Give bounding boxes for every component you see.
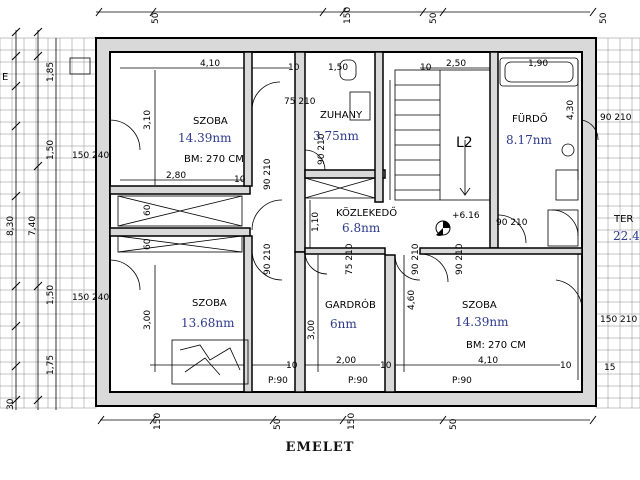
opening-door-4: 90 210: [263, 243, 273, 275]
room-area-kozlekedo: 6.8nm: [342, 221, 381, 235]
opening-door-3: 90 210: [317, 133, 327, 165]
dim-3-10: 3,10: [143, 110, 153, 130]
dim-8-30: 8,30: [6, 216, 16, 236]
top-mark-3: 50: [429, 12, 439, 24]
opening-door-6: 90 210: [411, 243, 421, 275]
dim-30: 30: [6, 398, 16, 410]
dimension-lines: [15, 11, 590, 421]
room-name-gardrob: GARDRÓB: [325, 298, 376, 311]
outer-walls: [95, 37, 597, 407]
dim-2-50: 2,50: [446, 59, 466, 69]
stair-label: L2: [456, 135, 473, 151]
dim-2-00: 2,00: [336, 356, 356, 366]
dim-1-50-b: 1,50: [46, 285, 56, 305]
room-name-furdo: FÜRDŐ: [512, 111, 548, 125]
left-terrace-grid: [0, 37, 97, 409]
level-value: +6.16: [452, 211, 480, 221]
top-mark-4: 50: [599, 12, 609, 24]
opening-door-8: 90 210: [496, 218, 528, 228]
dim-10-f: 10: [420, 63, 432, 73]
dim-1-85: 1,85: [46, 62, 56, 82]
opening-door-7: 90 210: [455, 243, 465, 275]
edge-left-label: E: [2, 72, 8, 83]
dimension-ticks: [11, 7, 597, 425]
room-height-szoba1: BM: 270 CM: [184, 154, 244, 165]
dim-10-a: 10: [288, 63, 300, 73]
dim-10-d: 10: [380, 361, 392, 371]
closet-crosses: [117, 177, 376, 253]
opening-window-1: 150 240: [72, 151, 109, 161]
plan-caption: EMELET: [285, 440, 355, 455]
dim-1-90: 1,90: [528, 59, 548, 69]
dim-4-60: 4,60: [407, 290, 417, 310]
parapet-1: P:90: [268, 376, 288, 386]
dim-60-a: 60: [143, 204, 153, 216]
dim-1-50-c: 1,50: [328, 63, 348, 73]
opening-window-4: 150 210: [600, 315, 637, 325]
dim-1-10: 1,10: [311, 212, 321, 232]
opening-window-3: 90 210: [600, 113, 632, 123]
bottom-mark-1: 150: [153, 413, 163, 430]
interior-walls: [109, 51, 583, 393]
room-height-szoba3: BM: 270 CM: [466, 340, 526, 351]
top-mark-1: 50: [151, 12, 161, 24]
opening-door-5: 75 210: [345, 243, 355, 275]
room-name-szoba3: SZOBA: [462, 300, 497, 311]
dim-1-75: 1,75: [46, 355, 56, 375]
staircase: [394, 69, 491, 201]
top-mark-2: 150: [343, 7, 353, 24]
room-name-zuhany: ZUHANY: [320, 110, 363, 121]
bed-furniture: [171, 339, 249, 385]
room-area-gardrob: 6nm: [330, 317, 357, 331]
room-name-szoba2: SZOBA: [192, 298, 227, 309]
dim-1-50-a: 1,50: [46, 140, 56, 160]
dim-7-40: 7,40: [28, 216, 38, 236]
dim-10-e: 10: [560, 361, 572, 371]
room-area-szoba1: 14.39nm: [178, 131, 232, 145]
bottom-mark-3: 150: [347, 413, 357, 430]
room-area-szoba2: 13.68nm: [181, 316, 235, 330]
room-name-kozlekedo: KÖZLEKEDŐ: [336, 205, 397, 219]
parapet-2: P:90: [348, 376, 368, 386]
room-area-szoba3: 14.39nm: [455, 315, 509, 329]
level-marker: [435, 220, 451, 236]
room-name-terrace: TER: [613, 214, 633, 225]
opening-door-2: 90 210: [263, 158, 273, 190]
bottom-mark-2: 50: [273, 418, 283, 430]
dim-4-10-top: 4,10: [200, 59, 220, 69]
dim-15: 15: [604, 363, 615, 373]
room-name-szoba1: SZOBA: [193, 116, 228, 127]
dim-3-00-left: 3,00: [143, 310, 153, 330]
dim-4-30: 4,30: [566, 100, 576, 120]
dim-10-c: 10: [286, 361, 298, 371]
room-area-furdo: 8.17nm: [506, 133, 552, 147]
room-area-zuhany: 3.75nm: [313, 129, 359, 143]
dim-4-10-bottom: 4,10: [478, 356, 498, 366]
dim-3-00-gardrob: 3,00: [307, 320, 317, 340]
dim-60-b: 60: [143, 238, 153, 250]
dim-10-b: 10: [234, 175, 246, 185]
opening-window-2: 150 240: [72, 293, 109, 303]
bottom-mark-4: 50: [449, 418, 459, 430]
door-swings: [109, 81, 599, 311]
bath-fixtures: [69, 57, 579, 247]
dim-2-80: 2,80: [166, 171, 186, 181]
parapet-3: P:90: [452, 376, 472, 386]
room-area-terrace: 22.4: [613, 229, 640, 243]
opening-door-1: 75 210: [284, 97, 316, 107]
